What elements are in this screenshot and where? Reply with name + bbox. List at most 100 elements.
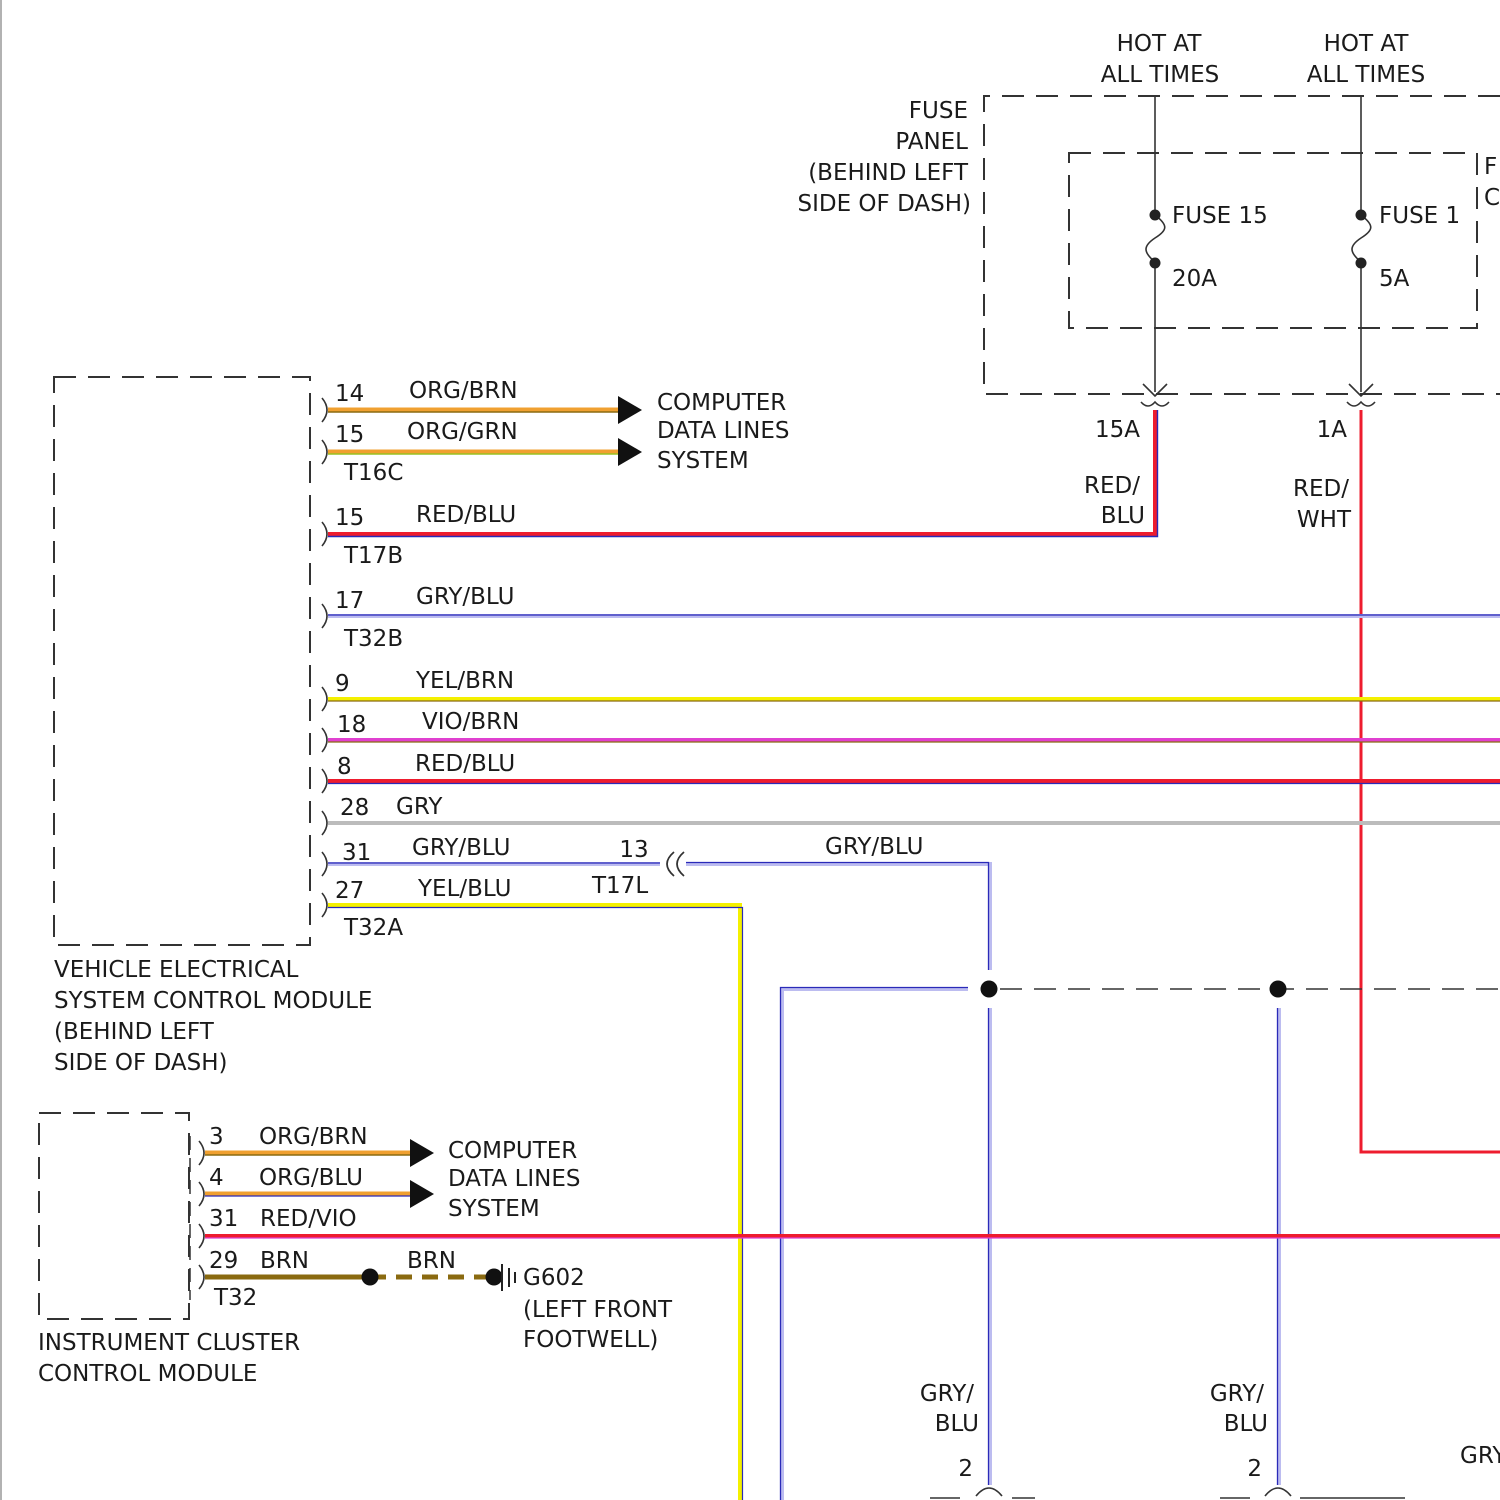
vecm-pin-number: 18	[337, 712, 366, 738]
vecm-pin-number: 15	[335, 422, 364, 448]
vecm-label-line4: SIDE OF DASH)	[54, 1050, 228, 1076]
vecm-pin-number: 15	[335, 505, 364, 531]
vecm-connector-t16c: T16C	[343, 460, 403, 486]
wire-label-red-blu-line2: BLU	[1101, 503, 1145, 529]
t17l-connector-name: T17L	[591, 873, 648, 899]
arrow-to-data-lines	[618, 396, 642, 424]
vecm-pin-wire-color: VIO/BRN	[422, 709, 519, 735]
vecm-connector-t32a: T32A	[343, 915, 403, 941]
t17l-wire-color: GRY/BLU	[825, 834, 923, 860]
fuse-terminal-dot	[1356, 210, 1367, 221]
bottom-connector-pins: GRY/ BLU 2 GRY/ BLU 2 GRY	[920, 1381, 1500, 1498]
vecm-pin-number: 27	[335, 878, 364, 904]
icm-pin-number: 29	[209, 1248, 238, 1274]
splice-dot	[362, 1269, 379, 1286]
fuse-terminal-dot	[1356, 258, 1367, 269]
ground-symbol	[502, 1264, 515, 1291]
vecm-pin-number: 17	[335, 588, 364, 614]
ground-wire-color: BRN	[407, 1248, 456, 1274]
bottom-pin-terminal	[1265, 1488, 1291, 1496]
ground-g602-name: G602	[523, 1265, 585, 1291]
icm-pin-number: 4	[209, 1165, 224, 1191]
arrow-to-data-lines	[410, 1139, 434, 1167]
vecm-pin-wire-color: YEL/BLU	[417, 876, 511, 902]
vecm-pin-number: 28	[340, 795, 369, 821]
fuse-1: FUSE 1 5A 1A	[1317, 96, 1461, 443]
data-lines-label-line3: SYSTEM	[657, 448, 749, 474]
ground-terminal-dot	[486, 1269, 503, 1286]
fuse-panel-outline	[984, 96, 1500, 394]
t17l-connector-symbol	[667, 852, 684, 876]
icm-pin-wire-color: BRN	[260, 1248, 309, 1274]
vecm-pin-wire-color: ORG/GRN	[407, 419, 518, 445]
fuse-terminal-dot	[1150, 258, 1161, 269]
bottom-pin-number-2: 2	[1247, 1456, 1262, 1482]
fuse-panel-label-line2: PANEL	[895, 129, 968, 155]
bottom-wire-label-2-line2: BLU	[1224, 1411, 1268, 1437]
vecm-label-line2: SYSTEM CONTROL MODULE	[54, 988, 372, 1014]
hot-at-all-times-label-2b: ALL TIMES	[1307, 62, 1425, 88]
vecm-pin-number: 9	[335, 671, 350, 697]
arrow-to-data-lines	[410, 1180, 434, 1208]
vecm-pin-wire-color: GRY/BLU	[416, 584, 514, 610]
fuse-15-terminal-label: 15A	[1095, 417, 1140, 443]
fuse-block-outline	[1069, 153, 1477, 328]
wire-label-red-wht-line2: WHT	[1297, 507, 1352, 533]
vecm-pin-wire-color: GRY	[396, 794, 443, 820]
icm-connector-t32: T32	[213, 1285, 257, 1311]
fuse-1-name: FUSE 1	[1379, 203, 1460, 229]
icm-outline	[39, 1113, 189, 1319]
hot-at-all-times-label-1a: HOT AT	[1117, 31, 1203, 57]
fuse-panel-label-line3: (BEHIND LEFT	[808, 160, 969, 186]
bottom-pin-terminal	[976, 1488, 1002, 1496]
ground-g602-location-line1: (LEFT FRONT	[523, 1297, 673, 1323]
fuse-terminal-dot	[1150, 210, 1161, 221]
vehicle-electrical-system-control-module: VEHICLE ELECTRICAL SYSTEM CONTROL MODULE…	[54, 377, 790, 1076]
fuse-15: FUSE 15 20A 15A	[1095, 96, 1268, 443]
vecm-pin-wire-color: YEL/BRN	[415, 668, 514, 694]
fuse-1-terminal-label: 1A	[1317, 417, 1348, 443]
vecm-pin-wire-color: RED/BLU	[415, 751, 515, 777]
fuse-panel-edge-text-2: C	[1484, 185, 1500, 211]
vecm-connector-t32b: T32B	[343, 626, 403, 652]
hot-at-all-times-label-1b: ALL TIMES	[1101, 62, 1219, 88]
fuse-15-rating: 20A	[1172, 266, 1217, 292]
vecm-label-line3: (BEHIND LEFT	[54, 1019, 215, 1045]
splice-dot	[981, 981, 998, 998]
vecm-connector-t17b: T17B	[343, 543, 403, 569]
icm-data-lines-label-line2: DATA LINES	[448, 1166, 581, 1192]
fuse-1-rating: 5A	[1379, 266, 1410, 292]
t17l-pin-number: 13	[619, 837, 648, 863]
vecm-pin-number: 14	[335, 381, 364, 407]
splice-dot	[1270, 981, 1287, 998]
icm-pin-wire-color: ORG/BRN	[259, 1124, 368, 1150]
arrow-to-data-lines	[618, 438, 642, 466]
vecm-pin-terminals	[322, 398, 327, 917]
wire-label-red-wht-line1: RED/	[1293, 476, 1349, 502]
icm-pin-number: 31	[209, 1206, 238, 1232]
vecm-pin-wire-color: RED/BLU	[416, 502, 516, 528]
icm-pin-wire-color: RED/VIO	[260, 1206, 357, 1232]
data-lines-label-line2: DATA LINES	[657, 418, 790, 444]
data-lines-label-line1: COMPUTER	[657, 390, 786, 416]
icm-pin-number: 3	[209, 1124, 224, 1150]
icm-label-line2: CONTROL MODULE	[38, 1361, 257, 1387]
fuse-panel-edge-text-1: F	[1484, 154, 1497, 180]
icm-data-lines-label-line1: COMPUTER	[448, 1138, 577, 1164]
ground-g602-location-line2: FOOTWELL)	[523, 1327, 658, 1353]
vecm-pin-number: 8	[337, 754, 352, 780]
fuse-panel-label-line1: FUSE	[909, 98, 968, 124]
vecm-pin-number: 31	[342, 840, 371, 866]
icm-pin-wire-color: ORG/BLU	[259, 1165, 363, 1191]
icm-pin-terminals	[199, 1141, 204, 1289]
bottom-edge-text: GRY	[1460, 1443, 1500, 1469]
bottom-wire-label-2-line1: GRY/	[1210, 1381, 1264, 1407]
bottom-wire-label-1-line2: BLU	[935, 1411, 979, 1437]
icm-label-line1: INSTRUMENT CLUSTER	[38, 1330, 300, 1356]
fuse-15-name: FUSE 15	[1172, 203, 1268, 229]
fuse-panel-label-line4: SIDE OF DASH)	[798, 191, 972, 217]
bottom-pin-number-1: 2	[958, 1456, 973, 1482]
vecm-pin-wire-color: GRY/BLU	[412, 835, 510, 861]
fuse-panel: FUSE PANEL (BEHIND LEFT SIDE OF DASH) HO…	[798, 31, 1500, 443]
